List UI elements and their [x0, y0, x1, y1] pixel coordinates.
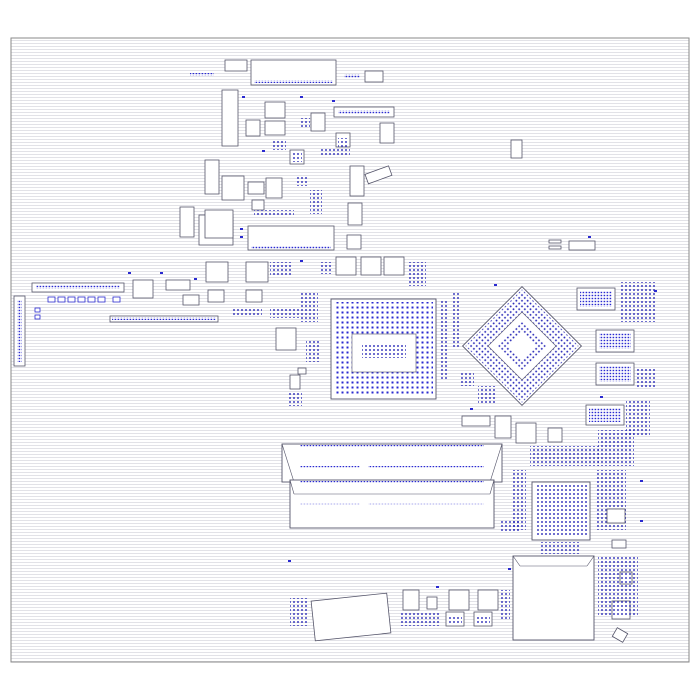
left-fpc-connector: [31, 282, 219, 323]
upper-left-pads: [251, 110, 390, 249]
bottom-center-pads: [290, 590, 510, 626]
cpu-bga-footprint: [330, 298, 437, 400]
upper-left-cluster: [179, 89, 395, 251]
left-center-pads: [232, 262, 426, 406]
southbridge-bga-footprint: [500, 430, 634, 554]
top-right-parts: [510, 139, 596, 251]
bottom-right-shield: [512, 555, 638, 641]
dimm-slots: [281, 443, 503, 529]
left-edge-connector: [13, 295, 26, 367]
top-connector: [190, 59, 384, 86]
scattered-smd-pads: [128, 96, 657, 588]
rotated-bga-footprint: [461, 285, 583, 407]
power-stage-row: [132, 256, 405, 306]
around-rotated-bga-pads: [440, 292, 496, 404]
right-memory-chips: [576, 282, 656, 436]
left-smd-row: [34, 296, 121, 320]
left-center-cluster: [275, 327, 307, 390]
